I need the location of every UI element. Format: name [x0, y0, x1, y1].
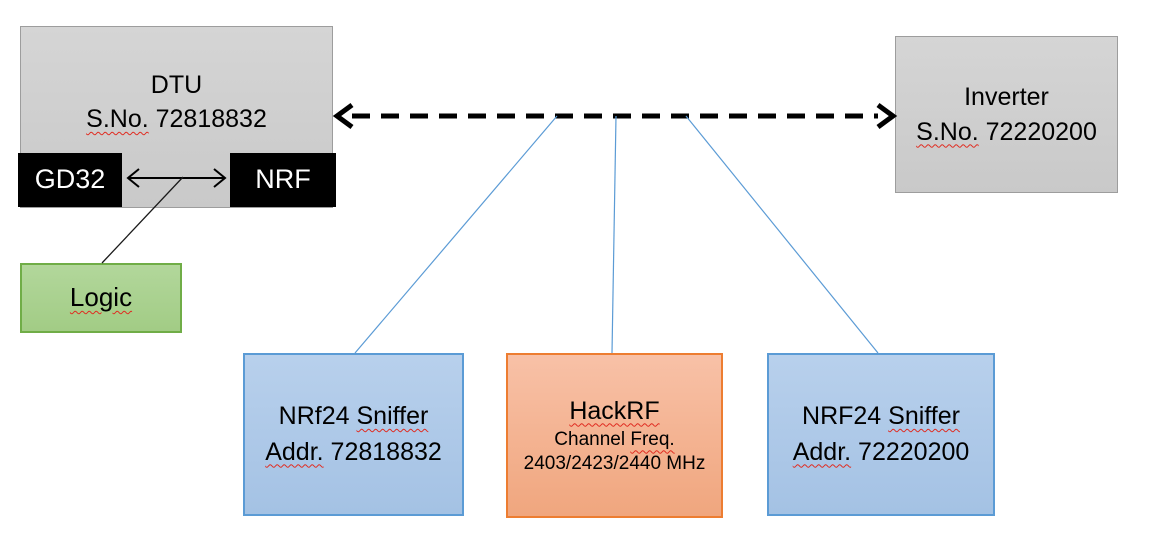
connector-sniffer-right	[685, 115, 879, 354]
logic-box: Logic	[20, 263, 182, 333]
hackrf-channel-line: Channel Freq.	[554, 429, 675, 451]
inverter-box: Inverter S.No. 72220200	[895, 36, 1118, 193]
logic-label: Logic	[69, 282, 133, 313]
dtu-serial: S.No. 72818832	[86, 102, 267, 137]
nrf-chip: NRF	[230, 153, 336, 207]
dtu-title: DTU	[150, 70, 203, 99]
sniffer-left-addr: Addr. 72818832	[265, 437, 442, 466]
inverter-title: Inverter	[964, 83, 1049, 111]
dashed-link-left-arrowhead	[332, 102, 354, 130]
nrf-label: NRF	[255, 164, 311, 195]
gd32-label: GD32	[34, 164, 106, 195]
dtu-serial-number: 72818832	[155, 105, 267, 133]
sniffer-left-name: NRf24 Sniffer	[278, 402, 429, 430]
inverter-serial: S.No. 72220200	[916, 115, 1097, 150]
dtu-serial-label: S.No.	[86, 105, 149, 133]
sniffer-left-box: NRf24 Sniffer Addr. 72818832	[243, 353, 464, 516]
hackrf-box: HackRF Channel Freq. 2403/2423/2440 MHz	[506, 353, 723, 518]
hackrf-title: HackRF	[569, 396, 660, 425]
sniffer-right-box: NRF24 Sniffer Addr. 72220200	[767, 353, 995, 516]
hackrf-frequencies: 2403/2423/2440 MHz	[523, 453, 706, 475]
dashed-link-right-arrowhead	[876, 102, 898, 130]
sniffer-right-name: NRF24 Sniffer	[802, 402, 960, 430]
connector-hackrf	[611, 115, 617, 354]
gd32-chip: GD32	[18, 153, 122, 207]
inverter-serial-label: S.No.	[916, 117, 979, 146]
sniffer-right-addr: Addr. 72220200	[792, 437, 970, 466]
inverter-serial-number: 72220200	[985, 117, 1097, 146]
connector-sniffer-left	[354, 115, 558, 354]
